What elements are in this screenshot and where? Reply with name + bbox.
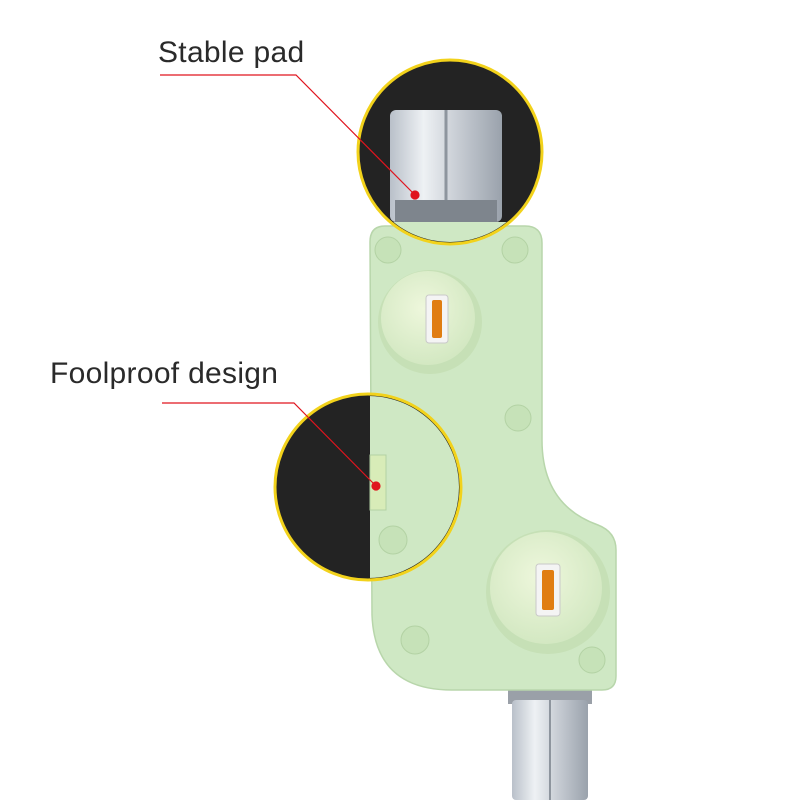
contact-button-lower (486, 530, 610, 654)
callout-label-stable-pad: Stable pad (158, 36, 305, 69)
callout-label-foolproof-design: Foolproof design (50, 357, 279, 390)
zoom-detail-foolproof (273, 392, 463, 582)
usb-connector-bottom (508, 684, 592, 800)
contact-button-upper (378, 270, 482, 374)
pointer-foolproof (162, 402, 381, 491)
pointer-stable-pad (160, 74, 420, 200)
